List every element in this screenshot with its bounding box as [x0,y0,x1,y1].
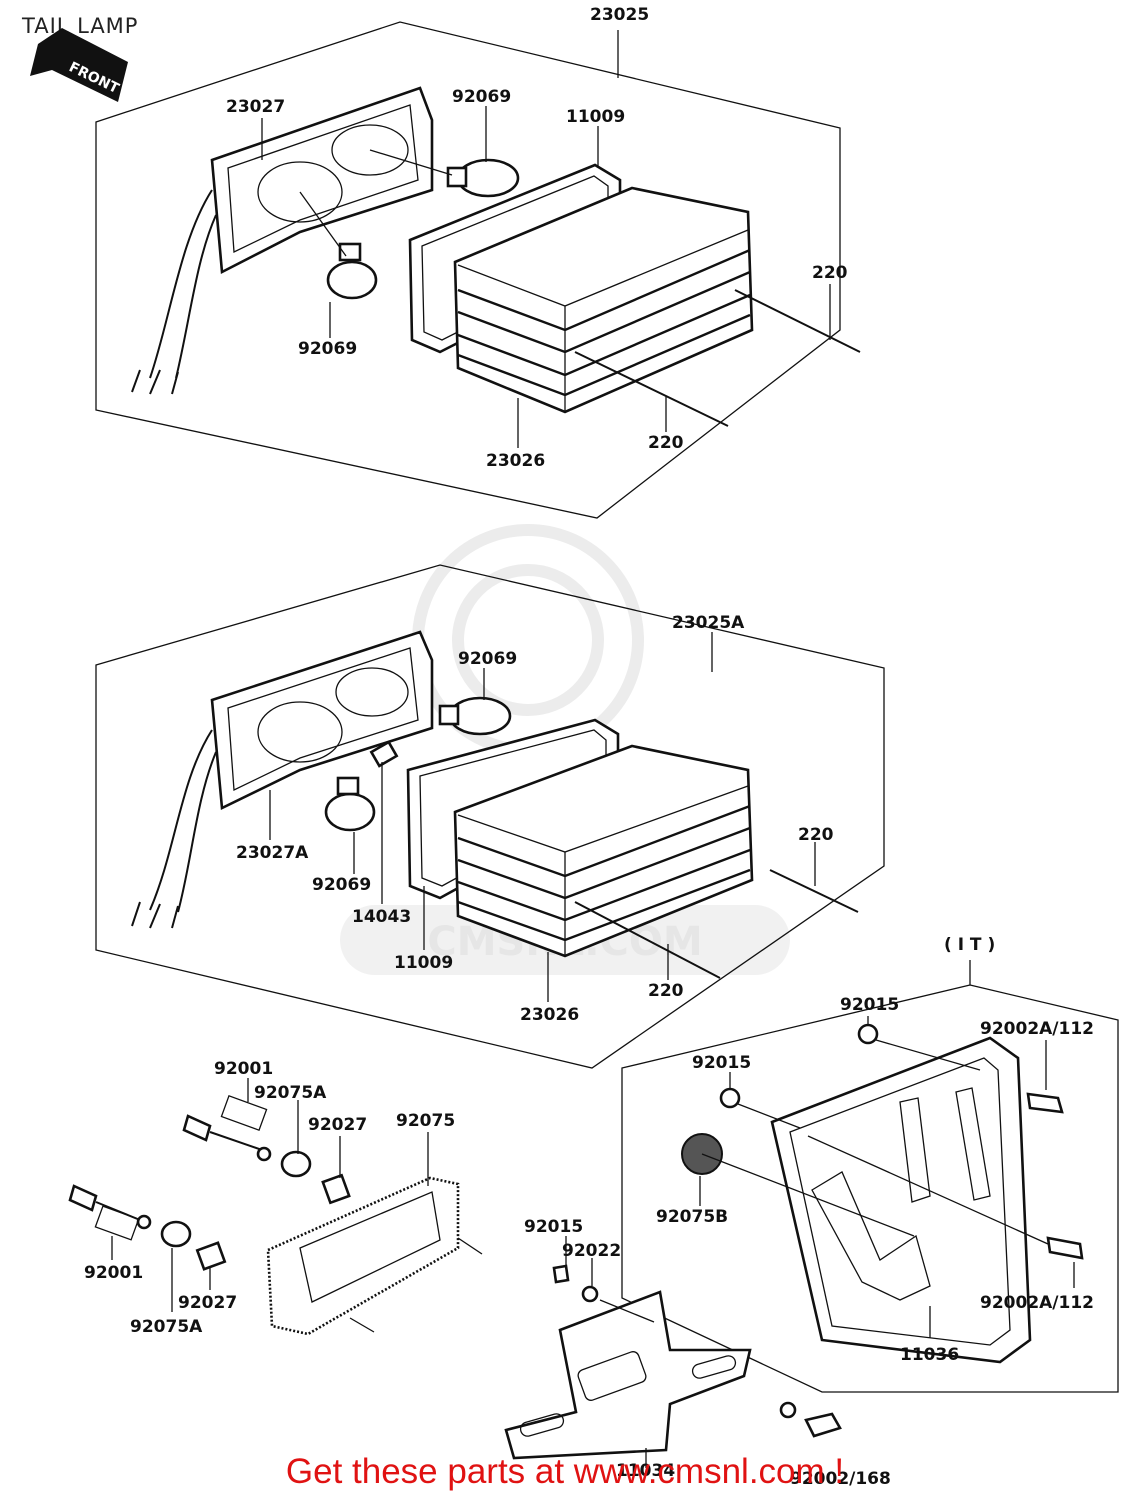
assembly-license-plate-it: ( I T ) 92015 92002A/112 92015 92075B 92… [621,935,1119,1393]
label-11036: 11036 [900,1345,959,1365]
label-92015-mid: 92015 [692,1053,751,1073]
label-92069-top: 92069 [452,87,511,107]
assembly-bracket-11034: 92015 92022 11034 92002/168 [504,1217,891,1489]
label-11009-b: 11009 [394,953,453,973]
label-220-lower-b: 220 [648,981,684,1001]
assembly-23025A: 23025A 92069 220 23027A 92069 14043 1100… [95,564,885,1069]
label-23025: 23025 [590,5,649,25]
label-it-marker: ( I T ) [944,935,995,955]
label-23027: 23027 [226,97,285,117]
label-92002A-top: 92002A/112 [980,1019,1094,1039]
label-92027-top: 92027 [308,1115,367,1135]
label-92001-bottom: 92001 [84,1263,143,1283]
label-14043: 14043 [352,907,411,927]
label-23025A: 23025A [672,613,745,633]
label-92069-top-b: 92069 [458,649,517,669]
label-220-upper: 220 [812,263,848,283]
label-92001-top: 92001 [214,1059,273,1079]
label-92015-bracket: 92015 [524,1217,583,1237]
assembly-23025: 23025 23027 92069 11009 220 92069 220 23… [95,5,861,519]
label-220-upper-b: 220 [798,825,834,845]
label-92002A-bottom: 92002A/112 [980,1293,1094,1313]
label-92002-168: 92002/168 [790,1469,891,1489]
label-23027A: 23027A [236,843,309,863]
label-11034: 11034 [616,1461,675,1481]
label-23026: 23026 [486,451,545,471]
label-92069-left: 92069 [298,339,357,359]
diagram-title: TAIL LAMP [22,14,139,38]
label-92075B: 92075B [656,1207,728,1227]
label-92015-top: 92015 [840,995,899,1015]
footer-link-text[interactable]: Get these parts at www.cmsnl.com ! [285,1452,845,1491]
label-92075: 92075 [396,1111,455,1131]
label-92075A-bottom: 92075A [130,1317,203,1337]
front-arrow-icon: FRONT [30,28,128,102]
label-92069-bottom-b: 92069 [312,875,371,895]
assembly-license-lamp: 92001 92075A 92027 92075 92001 92027 920… [68,1059,483,1337]
label-92075A-top: 92075A [254,1083,327,1103]
label-11009: 11009 [566,107,625,127]
label-92027-bottom: 92027 [178,1293,237,1313]
label-220-lower: 220 [648,433,684,453]
label-92022: 92022 [562,1241,621,1261]
label-23026-b: 23026 [520,1005,579,1025]
